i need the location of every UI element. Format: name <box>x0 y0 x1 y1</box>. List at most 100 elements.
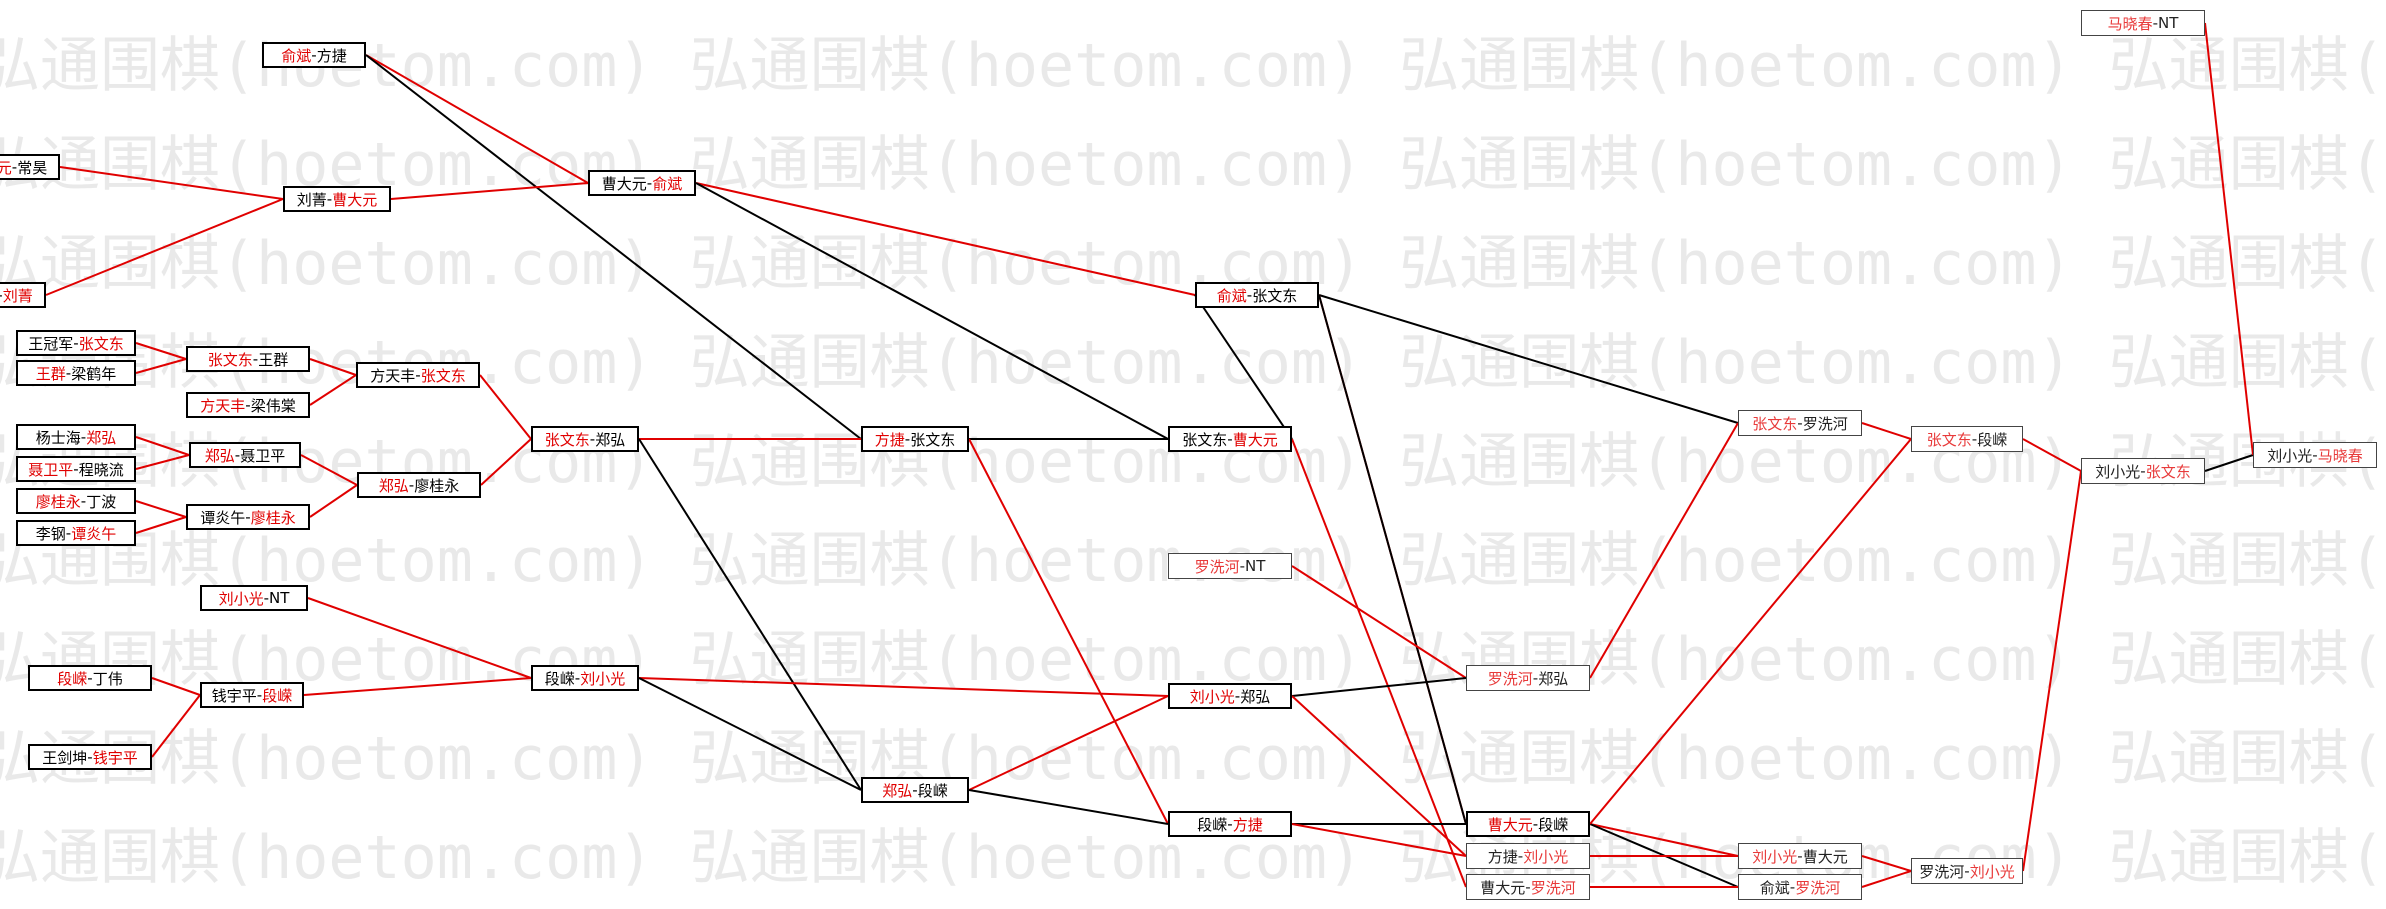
match-node[interactable]: -刘菁 <box>0 282 46 308</box>
match-node[interactable]: 张文东-王群 <box>186 346 310 372</box>
match-node[interactable]: 张文东-曹大元 <box>1168 426 1292 452</box>
match-node[interactable]: 方捷-张文东 <box>861 426 969 452</box>
winner-name: 元 <box>0 158 12 177</box>
bracket-link <box>695 182 1196 296</box>
bracket-link <box>2204 22 2254 456</box>
match-node[interactable]: 刘小光-张文东 <box>2081 458 2205 484</box>
player-name: 曹大元 <box>601 174 647 193</box>
winner-name: 刘小光 <box>1189 687 1235 706</box>
match-node[interactable]: 张文东-段嵘 <box>1911 426 2023 452</box>
winner-name: 刘小光 <box>580 669 626 688</box>
bracket-link <box>151 694 201 758</box>
match-node[interactable]: 罗洗河-郑弘 <box>1466 665 1590 691</box>
match-node[interactable]: 郑弘-廖桂永 <box>357 472 481 498</box>
winner-name: 俞斌 <box>652 174 683 193</box>
match-node[interactable]: 廖桂永-丁波 <box>16 488 136 514</box>
match-separator: - <box>574 669 581 687</box>
match-separator: - <box>256 686 263 704</box>
player-name: 丁波 <box>86 492 117 511</box>
match-node[interactable]: 曹大元-段嵘 <box>1466 811 1590 837</box>
player-name: 杨士海 <box>35 428 81 447</box>
match-node[interactable]: 郑弘-段嵘 <box>861 777 969 803</box>
bracket-link <box>309 374 357 406</box>
match-node[interactable]: 方捷-刘小光 <box>1466 843 1590 869</box>
match-node[interactable]: 曹大元-俞斌 <box>588 170 696 196</box>
match-node[interactable]: 刘小光-NT <box>200 585 308 611</box>
match-node[interactable]: 钱宇平-段嵘 <box>200 682 304 708</box>
match-node[interactable]: 段嵘-丁伟 <box>28 665 152 691</box>
match-separator: - <box>245 508 251 526</box>
player-name: 刘小光 <box>2095 462 2141 481</box>
winner-name: 马晓春 <box>2107 14 2153 33</box>
winner-name: 刘小光 <box>218 589 264 608</box>
match-separator: - <box>646 174 653 192</box>
player-name: NT <box>269 589 290 607</box>
match-separator: - <box>1532 669 1539 687</box>
player-name: NT <box>1245 557 1266 575</box>
winner-name: 张文东 <box>544 430 590 449</box>
match-node[interactable]: 方天丰-梁伟棠 <box>186 392 310 418</box>
match-node[interactable]: 张文东-郑弘 <box>531 426 639 452</box>
bracket-link <box>151 677 201 696</box>
match-node[interactable]: 罗洗河-NT <box>1168 553 1292 579</box>
match-node[interactable]: 段嵘-刘小光 <box>531 665 639 691</box>
match-node[interactable]: 郑弘-聂卫平 <box>189 442 301 468</box>
match-node[interactable]: 王冠军-张文东 <box>16 330 136 356</box>
match-node[interactable]: 聂卫平-程晓流 <box>16 456 136 482</box>
match-node[interactable]: 马晓春-NT <box>2081 10 2205 36</box>
bracket-link <box>135 436 190 456</box>
winner-name: 段嵘 <box>262 686 293 705</box>
player-name: 王冠军 <box>28 334 74 353</box>
match-node[interactable]: 杨士海-郑弘 <box>16 424 136 450</box>
match-separator: - <box>1239 557 1246 575</box>
match-node[interactable]: 俞斌-方捷 <box>262 42 366 68</box>
match-separator: - <box>1971 430 1978 448</box>
match-node[interactable]: 刘小光-郑弘 <box>1168 683 1292 709</box>
player-name: 段嵘 <box>1538 815 1569 834</box>
match-node[interactable]: 谭炎午-廖桂永 <box>186 504 310 530</box>
winner-name: 谭炎午 <box>71 524 117 543</box>
winner-name: 刘小光 <box>1969 862 2015 881</box>
match-node[interactable]: 李钢-谭炎午 <box>16 520 136 546</box>
match-node[interactable]: 段嵘-方捷 <box>1168 811 1292 837</box>
player-name: 常昊 <box>17 158 48 177</box>
match-node[interactable]: 俞斌-张文东 <box>1195 282 1319 308</box>
match-node[interactable]: 刘菁-曹大元 <box>283 186 391 212</box>
match-node[interactable]: 王剑坤-钱宇平 <box>28 744 152 770</box>
match-node[interactable]: 方天丰-张文东 <box>356 362 480 388</box>
winner-name: 张文东 <box>207 350 253 369</box>
match-separator: - <box>1789 878 1796 896</box>
match-node[interactable]: 元-常昊 <box>0 154 60 180</box>
player-name: 王群 <box>258 350 289 369</box>
player-name: 丁伟 <box>92 669 123 688</box>
winner-name: 罗洗河 <box>1795 878 1841 897</box>
winner-name: 张文东 <box>2145 462 2191 481</box>
winner-name: 王群 <box>35 364 66 383</box>
match-separator: - <box>415 366 421 384</box>
bracket-link <box>638 677 1169 697</box>
bracket-link <box>1861 870 1912 888</box>
winner-name: 聂卫平 <box>28 460 74 479</box>
match-node[interactable]: 罗洗河-刘小光 <box>1911 858 2023 884</box>
match-node[interactable]: 刘小光-曹大元 <box>1738 843 1862 869</box>
winner-name: 方捷 <box>1232 815 1263 834</box>
player-name: 钱宇平 <box>211 686 257 705</box>
winner-name: 曹大元 <box>332 190 378 209</box>
match-separator: - <box>904 430 911 448</box>
winner-name: 方捷 <box>874 430 905 449</box>
winner-name: 刘小光 <box>1523 847 1569 866</box>
bracket-link <box>309 358 357 376</box>
player-name: 刘小光 <box>2267 446 2313 465</box>
match-node[interactable]: 王群-梁鹤年 <box>16 360 136 386</box>
match-node[interactable]: 张文东-罗洗河 <box>1738 410 1862 436</box>
match-separator: - <box>73 460 79 478</box>
match-separator: - <box>1517 847 1524 865</box>
bracket-link <box>135 454 190 470</box>
winner-name: 俞斌 <box>281 46 312 65</box>
match-node[interactable]: 刘小光-马晓春 <box>2253 442 2377 468</box>
match-node[interactable]: 曹大元-罗洗河 <box>1466 874 1590 900</box>
match-separator: - <box>80 428 87 446</box>
match-node[interactable]: 俞斌-罗洗河 <box>1738 874 1862 900</box>
match-separator: - <box>1525 878 1531 896</box>
bracket-link <box>45 198 284 296</box>
